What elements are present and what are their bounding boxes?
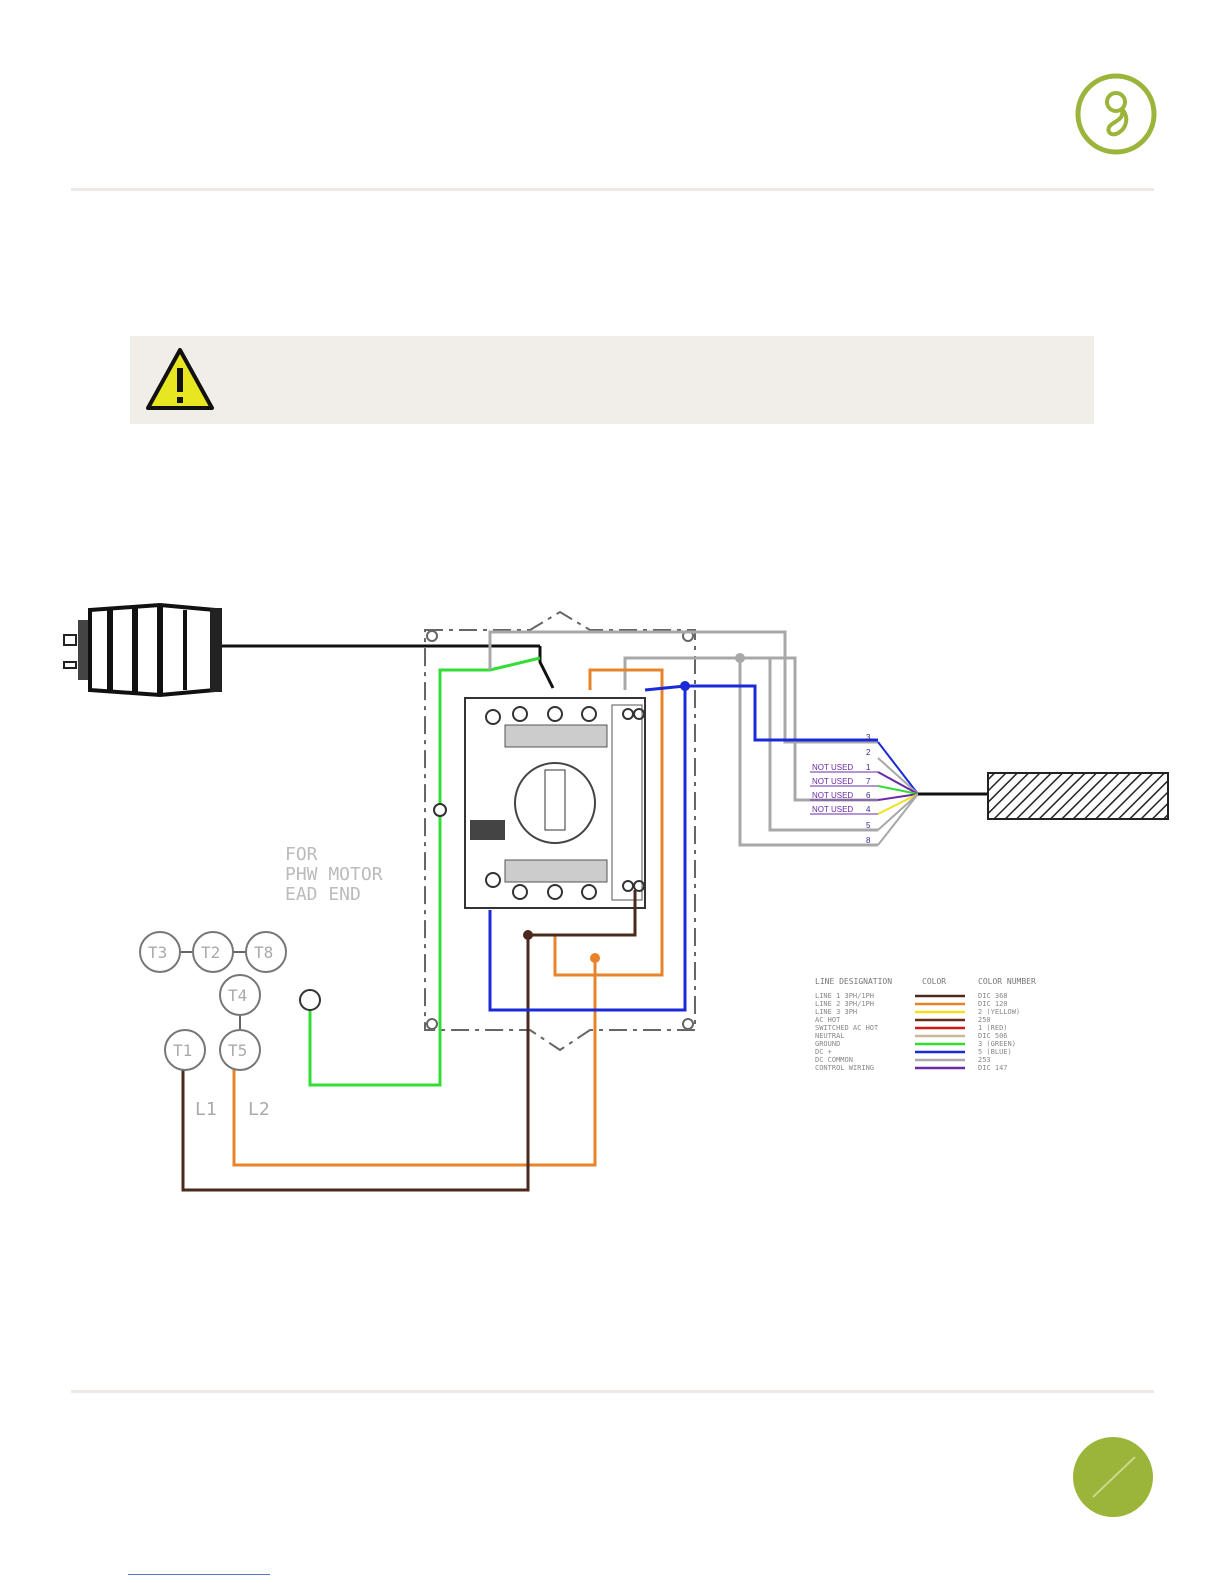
- terminal-t1: T1: [173, 1041, 192, 1060]
- warning-triangle-icon: [146, 348, 214, 410]
- motor-terminals: T3 T2 T8 T4 T1 T5 L1 L2: [139, 931, 287, 1120]
- legend-number: 250: [978, 1016, 991, 1024]
- disconnect-switch: [464, 697, 646, 909]
- legend-designation: LINE 2 3PH/1PH: [815, 1000, 874, 1008]
- warning-banner: [130, 336, 1094, 424]
- header-divider: [71, 188, 1154, 191]
- legend-number: 5 (BLUE): [978, 1048, 1012, 1056]
- legend-number: 3 (GREEN): [978, 1040, 1016, 1048]
- legend-designation: LINE 3 3PH: [815, 1008, 857, 1016]
- legend-designation: DC COMMON: [815, 1056, 853, 1064]
- cable-wire-number: 5: [866, 821, 871, 830]
- motor-caption-line-1: FOR: [285, 844, 318, 865]
- cable-wire-number: 4: [866, 805, 871, 814]
- legend-designation: DC +: [815, 1048, 832, 1056]
- legend-designation: CONTROL WIRING: [815, 1064, 874, 1072]
- cable-wire-number: 8: [866, 836, 871, 845]
- cable-wire-number: 7: [866, 777, 871, 786]
- legend-designation: NEUTRAL: [815, 1032, 845, 1040]
- terminal-t8: T8: [254, 943, 273, 962]
- terminal-t2: T2: [201, 943, 220, 962]
- cable-wire-number: 3: [866, 733, 871, 742]
- page-number-badge: [1073, 1437, 1153, 1517]
- legend-number: DIC 368: [978, 992, 1008, 1000]
- legend-designation: LINE 1 3PH/1PH: [815, 992, 874, 1000]
- motor-caption-line-2: PHW MOTOR: [285, 864, 383, 885]
- footer-link-underline[interactable]: [128, 1574, 270, 1575]
- legend-number: 2 (YELLOW): [978, 1008, 1020, 1016]
- enclosure-outline: [424, 610, 696, 1052]
- legend-number: 1 (RED): [978, 1024, 1008, 1032]
- legend-number: 253: [978, 1056, 991, 1064]
- terminal-t5: T5: [228, 1041, 247, 1060]
- cable-wire-number: 1: [866, 763, 871, 772]
- not-used-label: NOT USED: [812, 791, 853, 800]
- legend-header-color: COLOR: [922, 977, 946, 986]
- color-legend: LINE DESIGNATION COLOR COLOR NUMBER LINE…: [815, 977, 1036, 1072]
- cable-jacket: [987, 772, 1169, 820]
- legend-designation: AC HOT: [815, 1016, 841, 1024]
- legend-number: DIC 147: [978, 1064, 1008, 1072]
- line-label-l1: L1: [195, 1099, 217, 1120]
- cable-wire-number: 2: [866, 748, 871, 757]
- legend-header-number: COLOR NUMBER: [978, 977, 1036, 986]
- motor-caption-line-3: EAD END: [285, 884, 361, 905]
- g-leaf-logo-icon: [1075, 73, 1157, 155]
- legend-number: DIC 120: [978, 1000, 1008, 1008]
- not-used-label: NOT USED: [812, 777, 853, 786]
- not-used-label: NOT USED: [812, 763, 853, 772]
- legend-designation: SWITCHED AC HOT: [815, 1024, 879, 1032]
- terminal-t4: T4: [228, 986, 247, 1005]
- legend-number: DIC 506: [978, 1032, 1008, 1040]
- power-plug: [63, 602, 222, 698]
- legend-header-designation: LINE DESIGNATION: [815, 977, 892, 986]
- footer-divider: [71, 1390, 1154, 1393]
- not-used-label: NOT USED: [812, 805, 853, 814]
- line-label-l2: L2: [248, 1099, 270, 1120]
- logo: [1074, 72, 1158, 156]
- terminal-t3: T3: [148, 943, 167, 962]
- slash-icon: [1092, 1456, 1136, 1498]
- cable-fanout: [877, 741, 988, 846]
- cable-wire-number: 6: [866, 791, 871, 800]
- legend-designation: GROUND: [815, 1040, 840, 1048]
